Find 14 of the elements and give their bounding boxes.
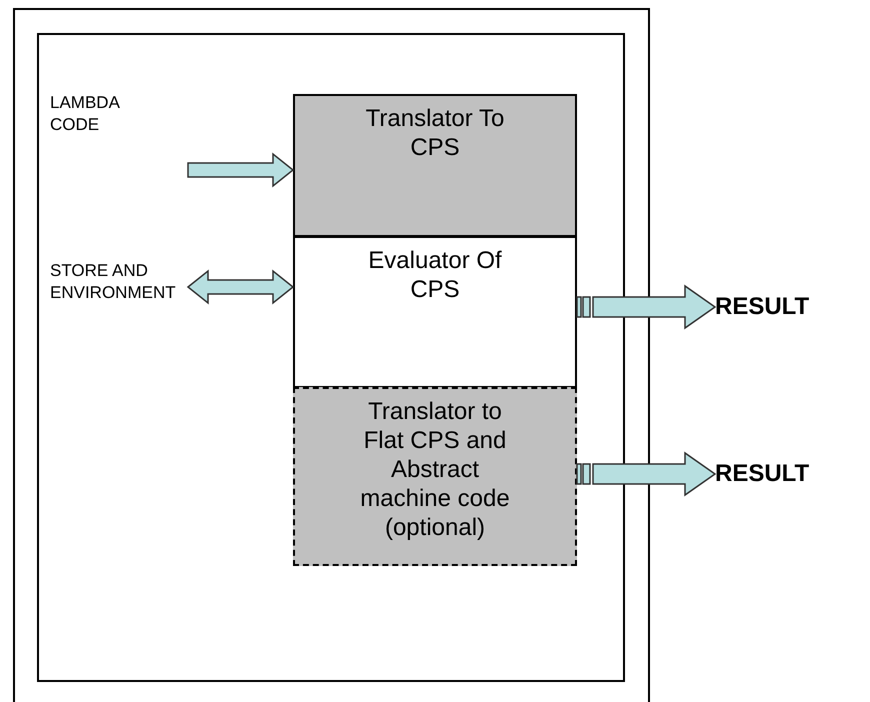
box-label: Translator To CPS (364, 104, 506, 162)
block-arrow (576, 284, 716, 330)
process-box (293, 387, 577, 566)
box-label: Translator to Flat CPS and Abstract machine code (optional) (359, 397, 511, 542)
block-arrow (186, 269, 294, 305)
box-label: Evaluator Of CPS (367, 246, 503, 304)
process-box (293, 236, 577, 388)
output-label: RESULT (715, 459, 810, 489)
input-label: STORE AND ENVIRONMENT (50, 260, 176, 304)
block-arrow (576, 452, 716, 496)
output-label: RESULT (715, 292, 810, 322)
block-arrow (187, 152, 294, 188)
process-box (293, 94, 577, 237)
input-label: LAMBDA CODE (50, 92, 119, 136)
